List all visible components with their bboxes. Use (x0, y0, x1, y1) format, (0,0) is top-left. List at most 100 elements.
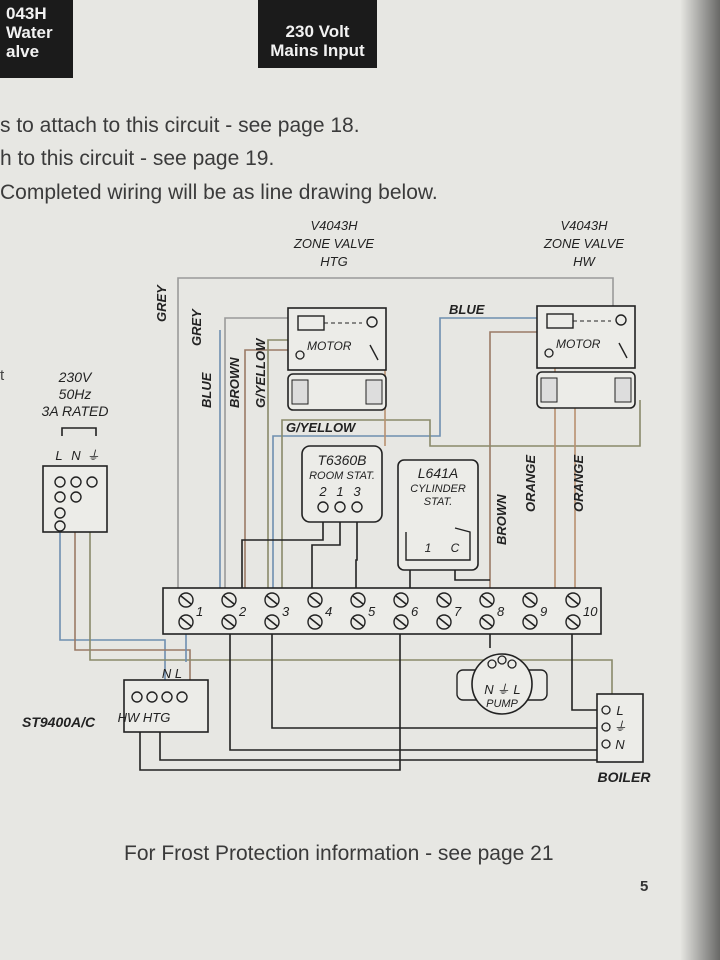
terminal-number-5: 5 (368, 604, 376, 619)
valve-hw-title-1: V4043H (561, 218, 609, 233)
valve-box-line-2: Water (6, 23, 53, 42)
terminal-5-screw-slot (352, 617, 364, 627)
terminal-5-screw-slot (352, 595, 364, 605)
wire-label-grey-2: GREY (189, 308, 204, 346)
wire-label-orange-1: ORANGE (523, 455, 538, 512)
wire-supply-feed (61, 427, 97, 436)
room-stat-terminal-2: 2 (318, 484, 327, 499)
wire-brown-htg (244, 349, 290, 590)
valve-hw-title-2: ZONE VALVE (543, 236, 625, 251)
supply-line-2: 50Hz (59, 386, 92, 402)
wire-grey-htg-hw (177, 277, 614, 590)
valve-htg-title-2: ZONE VALVE (293, 236, 375, 251)
valve-htg-title-1: V4043H (311, 218, 359, 233)
valve-htg-body (287, 373, 387, 411)
mains-supply: 230V 50Hz 3A RATED L N ⏚ (42, 369, 109, 533)
terminal-8-screw-slot (481, 617, 493, 627)
terminal-number-6: 6 (411, 604, 419, 619)
valve-hw-body (536, 371, 636, 409)
terminal-number-9: 9 (540, 604, 547, 619)
terminal-10-screw-slot (567, 595, 579, 605)
terminal-3-screw-slot (266, 595, 278, 605)
wire-supply-l (74, 505, 191, 680)
pump-name: PUMP (486, 698, 518, 710)
mains-box-line-2: Mains Input (270, 41, 365, 60)
mains-box-line-1: 230 Volt (285, 22, 350, 41)
terminal-9-screw-slot (524, 617, 536, 627)
boiler-name: BOILER (598, 769, 652, 785)
terminal-4-screw-slot (309, 617, 321, 627)
terminal-6-screw-slot (395, 595, 407, 605)
wire-brown-hw (489, 331, 538, 590)
supply-terminal-n: N (71, 448, 81, 463)
terminal-7-screw-slot (438, 595, 450, 605)
valve-htg-motor-label: MOTOR (307, 339, 352, 353)
valve-hw-motor-label: MOTOR (556, 337, 601, 351)
boiler-terminal-earth-icon: ⏚ (613, 719, 626, 734)
terminal-number-8: 8 (497, 604, 505, 619)
cylinder-stat-terminal-1: 1 (425, 541, 432, 555)
terminal-number-1: 1 (196, 604, 203, 619)
wire-roomstat-3 (355, 503, 358, 590)
wire-t3-boiler (271, 632, 598, 729)
cylinder-stat-line-2: CYLINDER (410, 483, 466, 495)
mains-input-label-box: 230 Volt Mains Input (258, 0, 377, 68)
zone-valve-htg: V4043H ZONE VALVE HTG MOTOR (287, 218, 387, 411)
valve-box-line-3: alve (6, 42, 40, 61)
pump-terminal-l: L (513, 682, 520, 697)
wire-roomstat-1 (311, 508, 341, 590)
wire-label-gyellow-2: G/YELLOW (286, 420, 357, 435)
wire-t2-boiler-n (229, 632, 598, 751)
programmer-top-label: N L (162, 666, 182, 681)
programmer-name: ST9400A/C (22, 714, 96, 730)
terminal-2-screw-slot (223, 617, 235, 627)
terminal-2-screw-slot (223, 595, 235, 605)
zone-valve-hw: V4043H ZONE VALVE HW MOTOR (536, 218, 636, 409)
wire-blue-hw (272, 317, 538, 590)
pump-icon (471, 653, 533, 715)
terminal-number-10: 10 (583, 604, 598, 619)
wire-label-grey-1: GREY (154, 284, 169, 322)
instruction-line-1: s to attach to this circuit - see page 1… (0, 114, 360, 137)
wire-label-orange-2: ORANGE (571, 455, 586, 512)
wire-label-brown-2: BROWN (494, 494, 509, 545)
wire-label-gyellow-1: G/YELLOW (253, 337, 268, 408)
room-stat: T6360B ROOM STAT. 2 1 3 (301, 445, 383, 523)
terminal-number-2: 2 (238, 604, 247, 619)
wire-t10-boiler-l (571, 632, 598, 711)
terminal-7-screw-slot (438, 617, 450, 627)
page-edge-shadow (680, 0, 720, 960)
valve-htg-title-3: HTG (320, 254, 347, 269)
programmer: N L HW HTG ST9400A/C (22, 666, 209, 733)
margin-mark: t (0, 367, 5, 384)
terminal-1-screw-slot (180, 617, 192, 627)
terminal-9-screw-slot (524, 595, 536, 605)
cylinder-stat: L641A CYLINDER STAT. 1 C (397, 459, 479, 571)
instruction-line-3: Completed wiring will be as line drawing… (0, 181, 438, 204)
supply-line-3: 3A RATED (42, 403, 109, 419)
wire-label-brown-1: BROWN (227, 357, 242, 408)
wire-htg-return (159, 730, 599, 761)
wire-gyellow-htg (267, 339, 290, 590)
cylinder-stat-line-3: STAT. (424, 496, 453, 508)
page-number: 5 (640, 878, 649, 895)
terminal-6-screw-slot (395, 617, 407, 627)
wire-grey-htg (224, 317, 290, 590)
wire-t6-programmer (139, 632, 401, 771)
valve-hw-title-3: HW (573, 254, 596, 269)
terminal-4-screw-slot (309, 595, 321, 605)
room-stat-terminal-1: 1 (336, 484, 343, 499)
cylinder-stat-terminal-c: C (451, 541, 460, 555)
programmer-bottom-label: HW HTG (118, 710, 171, 725)
cylinder-stat-line-1: L641A (418, 465, 458, 481)
wire-label-blue-1: BLUE (199, 372, 214, 408)
terminal-number-7: 7 (454, 604, 462, 619)
terminal-number-3: 3 (282, 604, 290, 619)
wire-label-blue-2: BLUE (449, 302, 485, 317)
pump: N ⏚ L PUMP (456, 653, 548, 715)
room-stat-line-2: ROOM STAT. (309, 470, 375, 482)
supply-line-1: 230V (58, 369, 93, 385)
